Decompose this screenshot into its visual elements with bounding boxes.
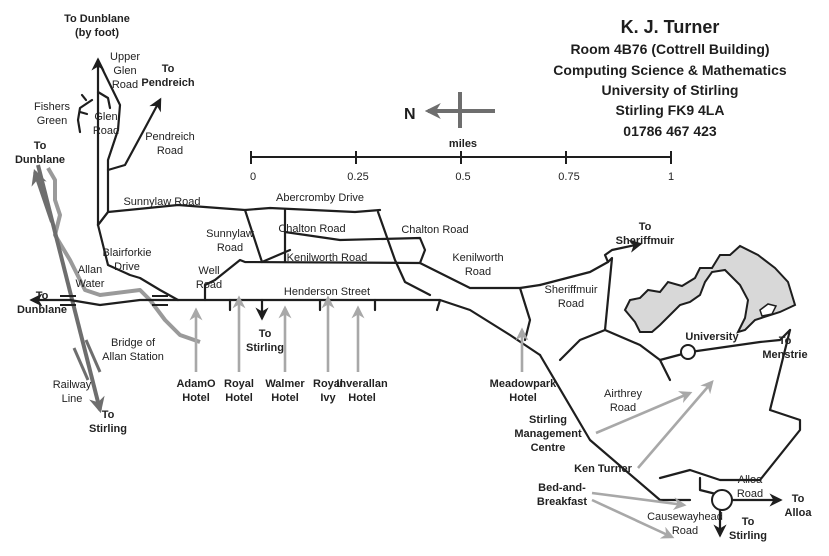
- pointer-ken-turner-label: Ken Turner: [574, 463, 633, 475]
- scale-bar: [250, 151, 672, 164]
- road-sunnylaw-label: Sunnylaw Road: [123, 196, 200, 208]
- road-chalton-2-label: Chalton Road: [401, 224, 468, 236]
- scale-tick-0: 0: [250, 171, 256, 183]
- road-kenilworth-1-label: Kenilworth Road: [287, 252, 368, 264]
- north-arrow-icon: [424, 92, 495, 128]
- address-line: Room 4B76 (Cottrell Building): [570, 41, 769, 57]
- railway-line-north: [31, 168, 54, 223]
- address-line: 01786 467 423: [623, 123, 717, 139]
- road-network: [29, 57, 802, 538]
- scale-tick-2: 0.5: [455, 171, 470, 183]
- address-line: Computing Science & Mathematics: [553, 62, 787, 78]
- compass-label: N: [404, 106, 416, 123]
- road-chalton-1-label: Chalton Road: [278, 223, 345, 235]
- road-henderson-label: Henderson Street: [284, 286, 370, 298]
- roundabout-causewayhead: [711, 489, 733, 511]
- address-line: Stirling FK9 4LA: [616, 102, 725, 118]
- hotel-pointers: [189, 295, 714, 539]
- scale-tick-3: 0.75: [558, 171, 579, 183]
- station-platform-2: [84, 339, 102, 373]
- station-platform-1: [72, 347, 90, 381]
- road-abercromby-label: Abercromby Drive: [276, 192, 364, 204]
- loch-island: [759, 303, 778, 317]
- university-grounds: [623, 244, 797, 334]
- scale-unit: miles: [449, 138, 477, 150]
- pointer-bed-and-breakfast-label: Bed-and-Breakfast: [537, 482, 587, 508]
- scale-tick-4: 1: [668, 171, 674, 183]
- dest-dunblane-foot-label: To Dunblane(by foot): [64, 13, 130, 39]
- roundabout-university: [680, 344, 696, 360]
- scale-tick-1: 0.25: [347, 171, 368, 183]
- university-label: University: [685, 331, 739, 343]
- address-name: K. J. Turner: [621, 17, 720, 37]
- allan-water-river: [46, 166, 201, 344]
- address-line: University of Stirling: [602, 82, 739, 98]
